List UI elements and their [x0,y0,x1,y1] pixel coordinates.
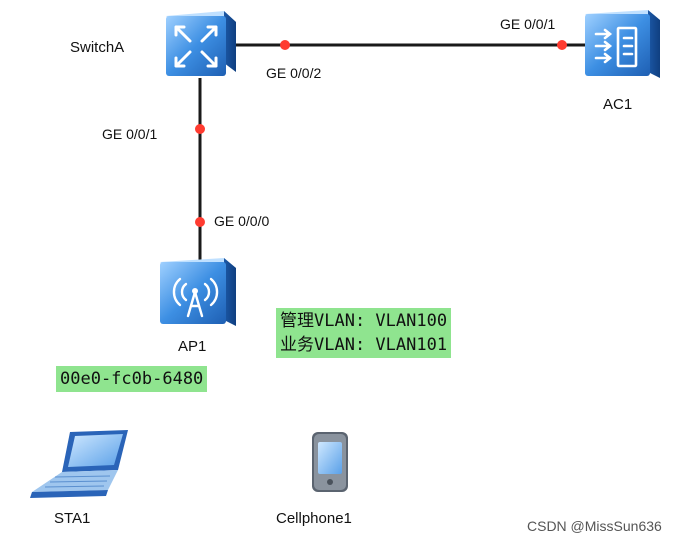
port-dot-ap-ge000 [195,217,205,227]
cellphone-icon[interactable] [312,432,348,492]
ac-label: AC1 [603,96,633,113]
vlan-note-mgmt: 管理VLAN: VLAN100 [280,311,448,331]
watermark: CSDN @MissSun636 [527,518,662,534]
ap-label: AP1 [178,338,207,355]
ap-icon[interactable] [160,258,236,326]
sta-label: STA1 [54,510,91,527]
cellphone-label: Cellphone1 [276,510,352,527]
laptop-icon[interactable] [30,430,128,498]
port-label-ap-ge000: GE 0/0/0 [214,213,270,229]
port-label-switch-ge001: GE 0/0/1 [102,126,158,142]
port-dot-ac-ge001 [557,40,567,50]
port-label-ac-ge001: GE 0/0/1 [500,16,556,32]
ap-mac-note: 00e0-fc0b-6480 [56,366,208,392]
switch-label: SwitchA [70,39,125,56]
port-label-switch-ge002: GE 0/0/2 [266,65,322,81]
vlan-note: 管理VLAN: VLAN100 业务VLAN: VLAN101 [276,308,452,358]
port-dot-switch-ge002 [280,40,290,50]
switch-icon[interactable] [166,11,236,76]
vlan-note-service: 业务VLAN: VLAN101 [280,335,448,355]
port-dot-switch-ge001 [195,124,205,134]
ac-icon[interactable] [585,10,660,78]
